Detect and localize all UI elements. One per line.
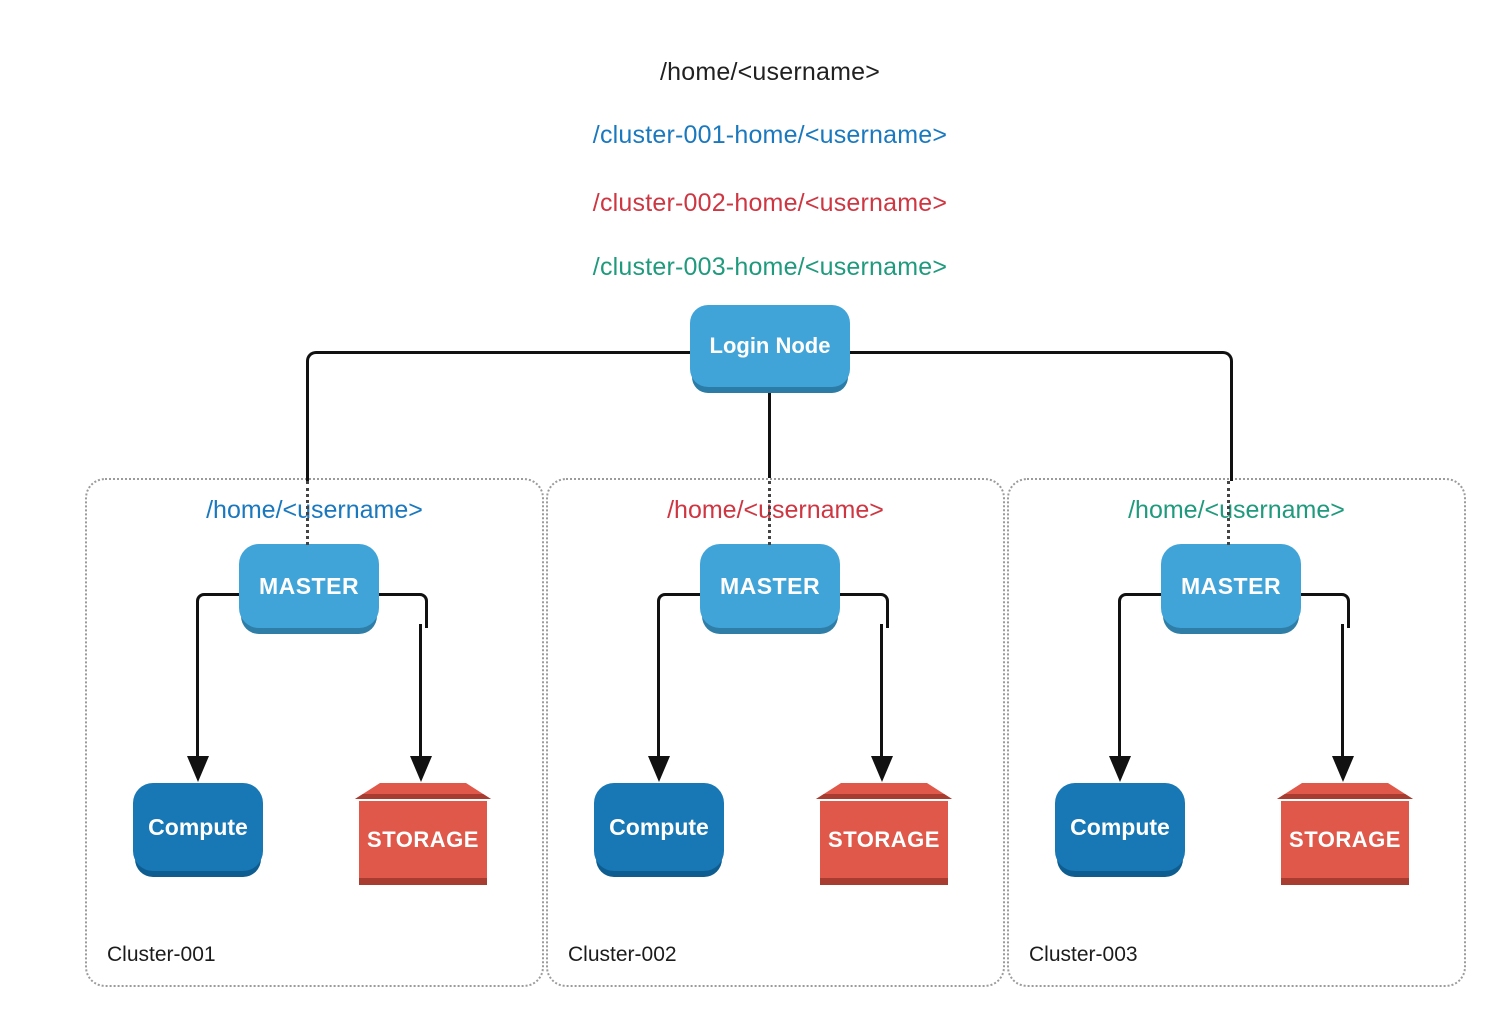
storage-body: STORAGE [359,801,487,885]
cluster-003-arrow-line-storage [1341,624,1344,757]
cluster-003-home-path: /home/<username> [1128,496,1345,524]
storage-lid [1277,783,1413,799]
storage-label: STORAGE [367,826,479,852]
connector-login-to-center-cluster [768,354,771,478]
storage-lid [355,783,491,799]
cluster-001-master-node: MASTER [239,544,379,628]
path-home-global: /home/<username> [660,58,880,86]
cluster-002-label: Cluster-002 [568,943,677,966]
cluster-002-storage-node: STORAGE [816,783,952,885]
cluster-003-arrow-line-compute [1118,624,1121,757]
compute-label: Compute [148,813,248,840]
cluster-003-box: /home/<username> MASTER Compute STORAGE … [1007,478,1466,987]
cluster-001-arrow-line-storage [419,624,422,757]
path-cluster-001-home: /cluster-001-home/<username> [592,121,948,149]
cluster-001-arrowhead-compute [187,756,209,782]
master-label: MASTER [719,572,821,599]
cluster-001-arrow-line-compute [196,624,199,757]
storage-lid-strip [1277,794,1413,799]
connector-dotted-into-cluster-001 [306,481,309,545]
cluster-001-compute-node: Compute [133,783,263,871]
storage-label: STORAGE [828,826,940,852]
cluster-002-arrow-line-storage [880,624,883,757]
cluster-002-home-path: /home/<username> [667,496,884,524]
cluster-002-master-node: MASTER [700,544,840,628]
connector-dotted-into-cluster-003 [1227,481,1230,545]
storage-label: STORAGE [1289,826,1401,852]
cluster-003-compute-node: Compute [1055,783,1185,871]
cluster-003-arrowhead-storage [1332,756,1354,782]
compute-label: Compute [1070,813,1170,840]
cluster-003-master-node: MASTER [1161,544,1301,628]
storage-lid-strip [355,794,491,799]
connector-dotted-into-cluster-002 [768,481,771,545]
storage-body: STORAGE [820,801,948,885]
login-node-label: Login Node [709,333,831,358]
path-cluster-003-home: /cluster-003-home/<username> [592,253,948,281]
cluster-002-compute-node: Compute [594,783,724,871]
cluster-001-home-path: /home/<username> [206,496,423,524]
cluster-002-box: /home/<username> MASTER Compute STORAGE … [546,478,1005,987]
cluster-001-storage-node: STORAGE [355,783,491,885]
cluster-003-arrowhead-compute [1109,756,1131,782]
storage-lid [816,783,952,799]
master-label: MASTER [1180,572,1282,599]
cluster-003-storage-node: STORAGE [1277,783,1413,885]
cluster-002-arrowhead-storage [871,756,893,782]
cluster-002-arrow-line-compute [657,624,660,757]
path-cluster-002-home: /cluster-002-home/<username> [592,189,948,217]
cluster-001-arrowhead-storage [410,756,432,782]
cluster-002-arrowhead-compute [648,756,670,782]
cluster-001-label: Cluster-001 [107,943,216,966]
master-label: MASTER [258,572,360,599]
storage-body: STORAGE [1281,801,1409,885]
login-node: Login Node [690,305,850,387]
storage-lid-strip [816,794,952,799]
cluster-003-label: Cluster-003 [1029,943,1138,966]
cluster-001-box: /home/<username> MASTER Compute STORAGE … [85,478,544,987]
compute-label: Compute [609,813,709,840]
